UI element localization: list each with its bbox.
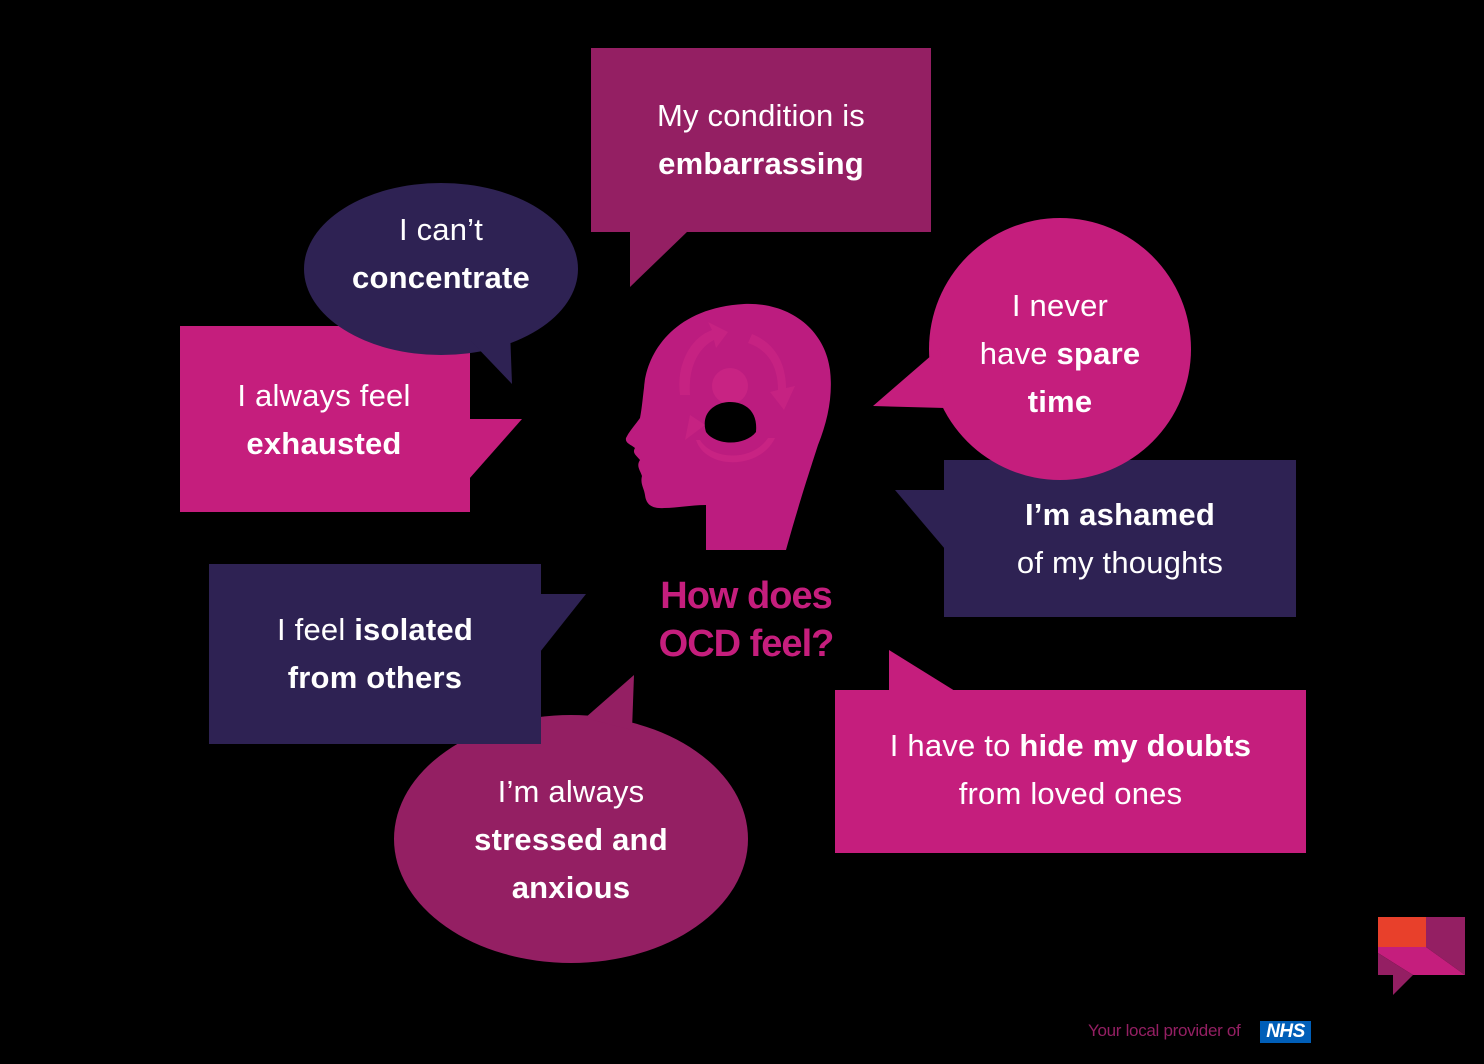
bubble-isolated-shape xyxy=(209,564,586,744)
bubble-stressed-shape xyxy=(394,675,748,963)
head-profile-icon xyxy=(625,303,831,550)
bubble-stressed-text: I’m always stressed and anxious xyxy=(474,774,668,905)
bubble-spare-time-shape xyxy=(873,218,1191,480)
bubble-spare-time-text: I never have spare time xyxy=(979,288,1141,419)
nhs-badge: NHS xyxy=(1260,1021,1311,1043)
bubble-concentrate-text: I can’t concentrate xyxy=(352,212,530,295)
bubble-hide-doubts-text: I have to hide my doubts from loved ones xyxy=(889,728,1252,811)
footer-provider-text: Your local provider of xyxy=(1088,1021,1241,1040)
bubble-ashamed-shape xyxy=(895,460,1296,617)
bubble-ashamed-text: I’m ashamed of my thoughts xyxy=(1016,497,1224,580)
bubble-isolated-text: I feel isolated from others xyxy=(277,612,473,695)
text-line: My condition is xyxy=(656,98,866,133)
bubble-exhausted-text: I always feel exhausted xyxy=(237,378,411,461)
bubble-hide-doubts-shape xyxy=(835,650,1306,853)
bubble-exhausted-shape xyxy=(180,326,522,512)
bubble-concentrate-shape xyxy=(304,183,578,384)
bubble-embarrassing-shape xyxy=(591,48,931,287)
page-title: How does OCD feel? xyxy=(658,575,835,665)
bubble-embarrassing-text: My condition is embarrassing xyxy=(591,92,931,188)
speech-bubble-logo-icon xyxy=(1378,917,1465,995)
